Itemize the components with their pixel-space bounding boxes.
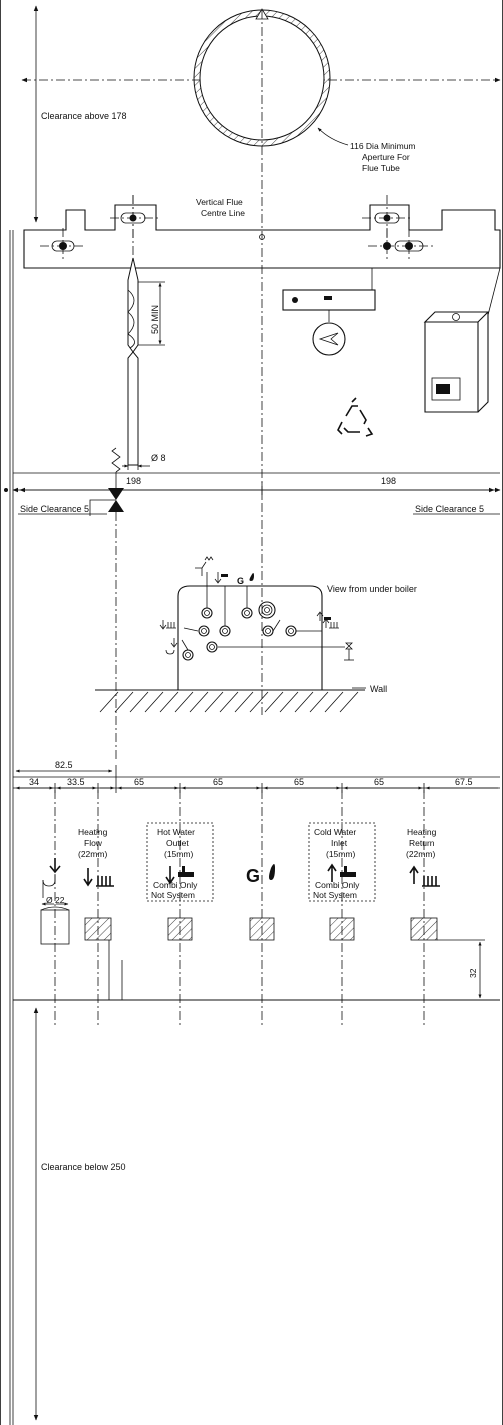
clearance-above-dimension: Clearance above 178 (33, 5, 127, 223)
heating-return-line2: Return (409, 838, 435, 848)
boiler-illustration-icon (423, 267, 501, 413)
tap-icon (178, 866, 194, 877)
heating-flow-line1: Heating (78, 827, 108, 837)
dim-overall-82-5: 82.5 (55, 760, 73, 770)
heating-return-line3: (22mm) (406, 849, 435, 859)
dim-65-a: 65 (134, 777, 144, 787)
side-clearance-left: Side Clearance 5 (20, 504, 89, 514)
aperture-label-3: Flue Tube (362, 163, 400, 173)
radiator-icon (96, 876, 114, 887)
heating-return-line1: Heating (407, 827, 437, 837)
dim-34: 34 (29, 777, 39, 787)
flue-label-2: Centre Line (201, 208, 245, 218)
flame-icon (269, 864, 275, 880)
heating-flow-connection: Heating Flow (22mm) (78, 827, 123, 1001)
connection-dimensions: 82.5 34 33.5 65 65 65 65 67.5 (13, 760, 500, 793)
dim-65-b: 65 (213, 777, 223, 787)
drill-depth-label: 50 MIN (150, 305, 160, 334)
flue-label-1: Vertical Flue (196, 197, 243, 207)
wall-label: Wall (370, 684, 387, 694)
view-direction-icon (312, 310, 346, 356)
gas-symbol: G (246, 866, 260, 886)
recycle-icon (337, 397, 374, 437)
hot-water-line1: Hot Water (157, 827, 195, 837)
under-boiler-view: G (95, 556, 365, 713)
clearance-below-dimension: Clearance below 250 (33, 1007, 126, 1421)
cold-water-inlet-connection: Cold Water Inlet (15mm) Combi Only Not S… (308, 822, 376, 941)
bracket-width-dimensions: 198 198 (12, 472, 501, 498)
side-clearance-right: Side Clearance 5 (415, 504, 484, 514)
dim-33-5: 33.5 (67, 777, 85, 787)
radiator-icon (422, 876, 440, 887)
clearance-above-label: Clearance above 178 (41, 111, 127, 121)
dim-65-d: 65 (374, 777, 384, 787)
dim-right-198: 198 (381, 476, 396, 486)
heating-flow-line3: (22mm) (78, 849, 107, 859)
drill-diameter-label: Ø 8 (151, 453, 166, 463)
pressure-relief-valve-icon (89, 447, 124, 760)
cold-water-line2: Inlet (331, 838, 348, 848)
cold-water-line1: Cold Water (314, 827, 356, 837)
dim-67-5: 67.5 (455, 777, 473, 787)
drill-bit: 50 MIN Ø 8 (122, 195, 166, 470)
aperture-label-2: Aperture For (362, 152, 410, 162)
condensate-diameter: Ø 22 (46, 895, 65, 905)
dim-left-198: 198 (126, 476, 141, 486)
cold-note-line2: Not System (313, 890, 357, 900)
heating-flow-line2: Flow (84, 838, 103, 848)
hot-note-line2: Not System (151, 890, 195, 900)
gas-connection: G (246, 864, 275, 941)
cold-note-line1: Combi Only (315, 880, 360, 890)
view-from-under-label: View from under boiler (327, 584, 417, 594)
hot-water-line2: Outlet (166, 838, 189, 848)
heating-return-connection: Heating Return (22mm) 32 (406, 827, 485, 999)
dim-vertical-32: 32 (468, 968, 478, 978)
spirit-level (282, 268, 376, 311)
condensate-connection: Ø 22 (40, 858, 70, 945)
hot-water-outlet-connection: Hot Water Outlet (15mm) Combi Only Not S… (146, 822, 214, 941)
tap-icon (340, 866, 356, 877)
hot-note-line1: Combi Only (153, 880, 198, 890)
gas-symbol-under-view: G (237, 576, 244, 586)
cold-water-line3: (15mm) (326, 849, 355, 859)
connection-centre-lines (54, 790, 425, 1025)
clearance-below-label: Clearance below 250 (41, 1162, 126, 1172)
hot-water-line3: (15mm) (164, 849, 193, 859)
aperture-label-1: 116 Dia Minimum (350, 141, 416, 151)
dim-65-c: 65 (294, 777, 304, 787)
